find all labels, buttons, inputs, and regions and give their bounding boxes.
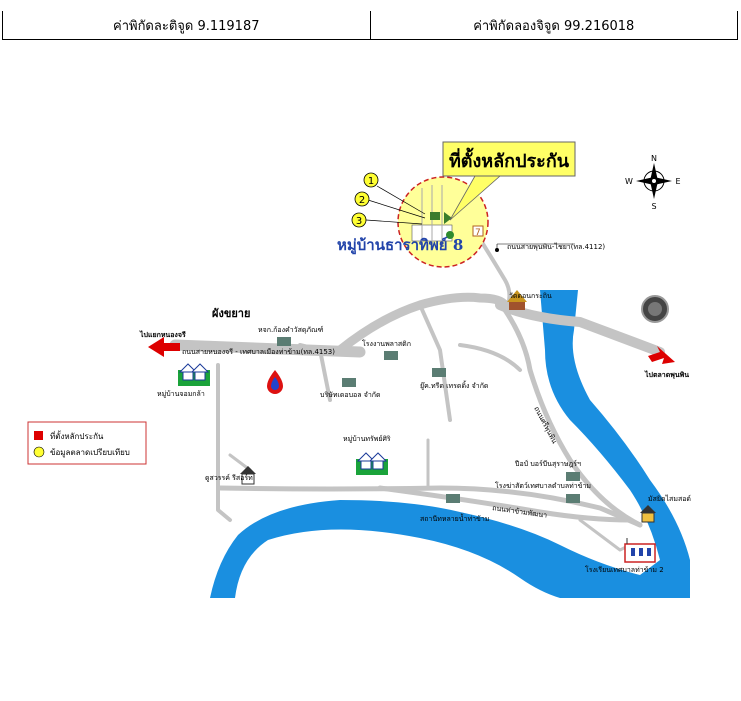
- roads: [169, 234, 665, 552]
- mosque-icon: [640, 505, 656, 523]
- legend-collateral-swatch: [34, 431, 43, 440]
- label-kindergarten: สถานีทหลายน้ำท่าข้าม: [420, 512, 489, 523]
- village-label: หมู่บ้านธาราทิพย์ 8: [337, 236, 463, 255]
- village-plot: [411, 185, 454, 245]
- label-village-sri: หมู่บ้านทรัพย์ศิริ: [343, 435, 391, 443]
- resort-icon: [240, 466, 256, 485]
- road-lower: [217, 485, 643, 528]
- svg-text:S: S: [651, 202, 656, 211]
- marker-1[interactable]: [363, 172, 379, 188]
- callout-box: [442, 141, 576, 177]
- store-icon: [472, 225, 484, 237]
- label-factory-plastic: โรงงานพลาสติก: [362, 339, 411, 348]
- temple-icon: [507, 290, 527, 310]
- label-company-trading: ยู๊ค.ทรีด เทรดดิ้ง จำกัด: [420, 379, 488, 390]
- school-icon: [624, 538, 656, 563]
- svg-text:1: 1: [368, 176, 374, 187]
- house-icon-west: [178, 363, 210, 386]
- label-road-nongchari: ถนนสายหนองจรี - เทศบาลเมืองท่าข้าม(ทล.41…: [182, 348, 335, 356]
- seal-icon: [641, 295, 669, 323]
- road-to-village: [476, 234, 512, 307]
- road-inner-2: [298, 343, 332, 402]
- svg-text:N: N: [651, 154, 657, 163]
- compass-rose: N S E W: [625, 154, 680, 211]
- label-company-dong: บริษัทเดอบอล จำกัด: [320, 391, 381, 399]
- road-curve-north: [335, 292, 510, 355]
- longitude-cell: ค่าพิกัดลองจิจูด 99.216018: [369, 11, 738, 40]
- label-to-punpin-market: ไปตลาดพุนพิน: [644, 370, 689, 379]
- road-south: [502, 307, 643, 528]
- marker-3[interactable]: [351, 212, 367, 228]
- marker-group: 1 2 3: [351, 172, 426, 228]
- road-inner-1: [418, 303, 452, 422]
- marker-2[interactable]: [354, 191, 370, 207]
- road-thakham: [377, 485, 633, 523]
- svg-text:E: E: [675, 177, 680, 186]
- latitude-cell: ค่าพิกัดละติจูด 9.119187: [2, 11, 371, 40]
- svg-text:7: 7: [475, 228, 481, 238]
- label-hardware: หจก.ก้องคำวัสดุภัณฑ์: [258, 326, 324, 334]
- legend-comparable-label: ข้อมูลตลาดเปรียบเทียบ: [50, 448, 130, 458]
- label-layout-title: ผังขยาย: [212, 307, 250, 320]
- svg-text:W: W: [625, 177, 633, 186]
- svg-text:2: 2: [359, 195, 365, 206]
- road-south-west: [578, 518, 632, 552]
- gas-station-icon: [267, 370, 283, 394]
- road-west-vertical: [216, 363, 232, 522]
- label-wat: วัดดอนกระถิน: [509, 292, 552, 300]
- label-slaughter-house: โรงฆ่าสัตว์เทศบาลตำบลท่าข้าม: [495, 481, 591, 490]
- label-resort: ดูสวรรค์ รีสอร์ท: [205, 474, 253, 482]
- svg-text:3: 3: [356, 216, 362, 227]
- legend-comparable-swatch: [33, 446, 45, 458]
- label-school: โรงเรียนเทศบาลท่าข้าม 2: [585, 565, 664, 574]
- label-to-nongchari: ไปแยกหนองจรี: [139, 330, 186, 339]
- road-mid-link: [458, 343, 522, 372]
- collateral-callout-label: ที่ตั้งหลักประกัน: [449, 147, 570, 172]
- factory-icons: [277, 337, 580, 503]
- arrow-east: [648, 346, 675, 364]
- map-legend: ที่ตั้งหลักประกัน ข้อมูลตลาดเปรียบเทียบ: [27, 421, 147, 465]
- house-icon-center: [356, 452, 388, 475]
- label-pump-station: ปีอป์ บอร์บีนสุราษฎร์ฯ: [515, 460, 581, 468]
- label-mosque: มัสยิดไสมสอด์: [648, 494, 691, 503]
- coordinate-table: ค่าพิกัดละติจูด 9.119187 ค่าพิกัดลองจิจู…: [2, 11, 738, 40]
- road-main-west: [169, 339, 366, 358]
- legend-collateral-label: ที่ตั้งหลักประกัน: [50, 430, 104, 441]
- label-village-west: หมู่บ้านจอมกล้า: [157, 390, 205, 398]
- road-label-punpin: ถนนสายพุนพิน-ไชยา(ทล.4112): [507, 242, 605, 251]
- arrow-west: [148, 337, 180, 357]
- river: [210, 290, 690, 598]
